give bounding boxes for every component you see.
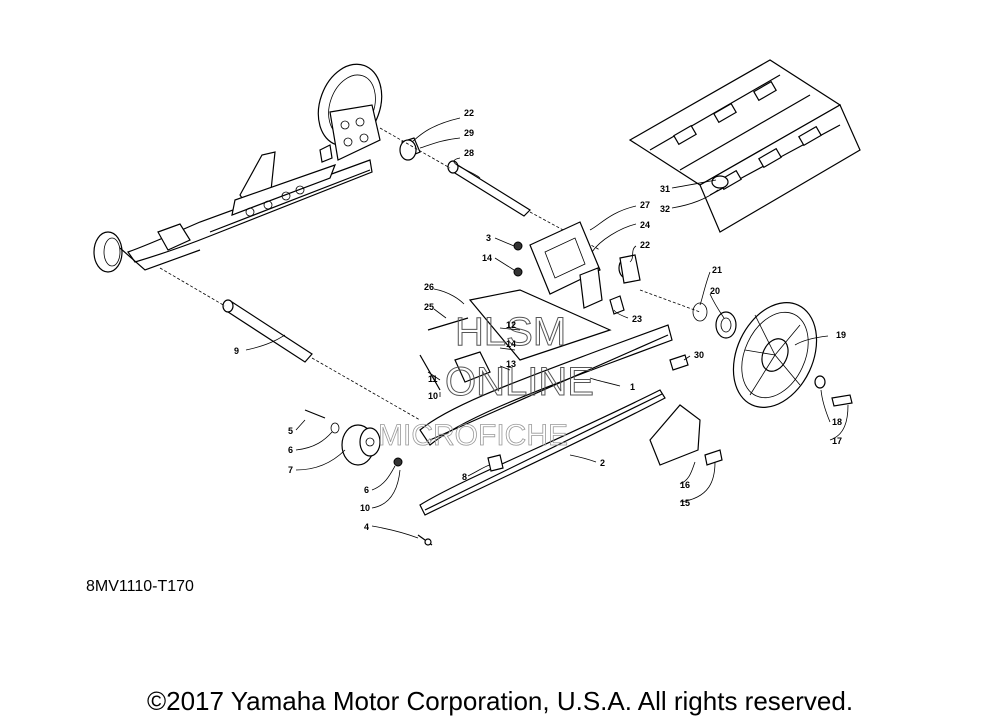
diagram-reference-number: 8MV1110-T170 bbox=[86, 578, 194, 595]
watermark-line1: HLSM bbox=[455, 310, 566, 354]
callout-31: 31 bbox=[660, 184, 670, 194]
callout-labels: 22 29 28 27 24 22 3 14 21 20 31 32 26 25… bbox=[234, 108, 846, 532]
callout-10-lower: 10 bbox=[360, 503, 370, 513]
cross-shaft bbox=[159, 267, 421, 421]
rear-axle-parts bbox=[379, 127, 601, 251]
callout-27: 27 bbox=[640, 200, 650, 210]
track-clip-section bbox=[628, 59, 861, 233]
callout-23: 23 bbox=[632, 314, 642, 324]
callout-26: 26 bbox=[424, 282, 434, 292]
left-slide-rail-assembly bbox=[93, 63, 383, 273]
idler-wheel-assembly bbox=[639, 289, 853, 408]
callout-22-top: 22 bbox=[464, 108, 474, 118]
callout-3: 3 bbox=[486, 233, 491, 243]
callout-18: 18 bbox=[832, 417, 842, 427]
callout-9: 9 bbox=[234, 346, 239, 356]
callout-7: 7 bbox=[288, 465, 293, 475]
watermark: HLSM ONLINE MICROFICHE bbox=[378, 310, 595, 453]
callout-leaders bbox=[245, 117, 849, 539]
callout-17: 17 bbox=[832, 436, 842, 446]
callout-16: 16 bbox=[680, 480, 690, 490]
callout-14-upper: 14 bbox=[482, 253, 492, 263]
callout-25: 25 bbox=[424, 302, 434, 312]
callout-8: 8 bbox=[462, 472, 467, 482]
front-wheel-assembly bbox=[304, 409, 433, 546]
callout-13: 13 bbox=[506, 359, 516, 369]
callout-6-upper: 6 bbox=[288, 445, 293, 455]
callout-10-upper: 10 bbox=[428, 391, 438, 401]
right-slide-rail-assembly bbox=[419, 289, 723, 516]
callout-21: 21 bbox=[712, 265, 722, 275]
callout-15: 15 bbox=[680, 498, 690, 508]
watermark-line2: ONLINE bbox=[445, 360, 594, 404]
copyright-notice: ©2017 Yamaha Motor Corporation, U.S.A. A… bbox=[146, 686, 854, 716]
callout-2: 2 bbox=[600, 458, 605, 468]
callout-20: 20 bbox=[710, 286, 720, 296]
callout-19: 19 bbox=[836, 330, 846, 340]
callout-24: 24 bbox=[640, 220, 650, 230]
callout-22-right: 22 bbox=[640, 240, 650, 250]
callout-4: 4 bbox=[364, 522, 369, 532]
callout-1: 1 bbox=[630, 382, 635, 392]
callout-29: 29 bbox=[464, 128, 474, 138]
center-mount-bracket bbox=[513, 221, 641, 315]
callout-32: 32 bbox=[660, 204, 670, 214]
callout-14-lower: 14 bbox=[506, 339, 516, 349]
callout-5: 5 bbox=[288, 426, 293, 436]
callout-6-lower: 6 bbox=[364, 485, 369, 495]
watermark-line3: MICROFICHE bbox=[378, 419, 568, 452]
callout-30: 30 bbox=[694, 350, 704, 360]
callout-11: 11 bbox=[428, 374, 438, 384]
callout-12: 12 bbox=[506, 320, 516, 330]
callout-28: 28 bbox=[464, 148, 474, 158]
